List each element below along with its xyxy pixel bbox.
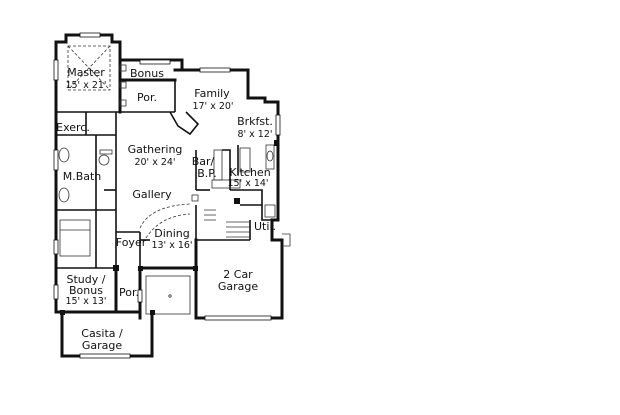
room-porch-front-name: Por. [119, 286, 139, 299]
room-bar-line1: Bar/ [192, 155, 215, 168]
room-kitchen-size: 15' x 14' [227, 178, 268, 189]
room-exerc-name: Exerc. [56, 121, 90, 134]
room-dining-name: Dining [154, 227, 190, 240]
room-util-name: Util. [254, 220, 276, 233]
room-master-name: Master [67, 66, 105, 79]
room-brkfst-name: Brkfst. [237, 115, 273, 128]
room-garage-line2: Garage [218, 280, 259, 293]
room-garage-line1: 2 Car [223, 268, 253, 281]
room-family-size: 17' x 20' [192, 101, 233, 112]
room-kitchen-name: Kitchen [229, 166, 270, 179]
room-study-line2: Bonus [69, 284, 103, 297]
room-casita-line2: Garage [82, 339, 123, 352]
room-gathering-name: Gathering [128, 143, 183, 156]
room-brkfst-size: 8' x 12' [237, 129, 272, 140]
room-bar-line2: B.P. [197, 167, 216, 180]
room-porch-top-name: Por. [137, 91, 157, 104]
room-study-line1: Study / [67, 273, 106, 286]
room-casita-line1: Casita / [81, 327, 123, 340]
room-labels: Master 15' x 21' Bonus Por. Family 17' x… [56, 66, 276, 352]
room-gathering-size: 20' x 24' [134, 157, 175, 168]
windows [53, 32, 281, 359]
room-bonus-top-name: Bonus [130, 67, 164, 80]
fixtures [58, 45, 291, 315]
room-study-size: 15' x 13' [65, 296, 106, 307]
room-dining-size: 13' x 16' [151, 240, 192, 251]
room-family-name: Family [194, 87, 230, 100]
room-gallery-name: Gallery [132, 188, 172, 201]
interior-walls [56, 80, 278, 269]
room-mbath-name: M.Bath [63, 170, 102, 183]
room-foyer-name: Foyer [116, 236, 147, 249]
room-master-size: 15' x 21' [65, 80, 106, 91]
